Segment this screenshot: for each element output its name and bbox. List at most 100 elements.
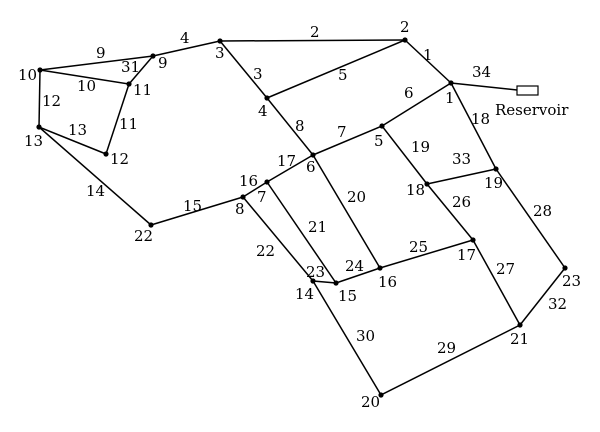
pipe-18 [450,82,497,170]
pipe-17 [266,154,314,183]
pipe-label-6: 6 [404,84,414,102]
node-label-8: 8 [235,200,245,218]
pipe-label-34: 34 [472,63,491,81]
pipe-29 [380,324,521,396]
node-15 [333,280,339,286]
pipe-23 [312,280,337,284]
node-4 [264,95,270,101]
pipe-27 [472,239,521,326]
node-label-20: 20 [361,393,380,411]
node-8 [240,194,246,200]
pipe-20 [312,154,381,269]
reservoir: Reservoir [495,85,569,119]
node-1 [448,80,454,86]
pipe-label-2: 2 [310,23,320,41]
pipe-16 [242,181,268,198]
pipe-label-3: 3 [253,65,263,83]
pipe-30 [312,280,382,396]
pipe-11 [105,83,130,155]
node-label-15: 15 [338,287,357,305]
pipe-1 [404,39,452,84]
pipe-label-22: 22 [256,242,275,260]
pipe-13 [38,126,107,155]
pipe-8 [266,97,314,156]
node-label-18: 18 [406,181,425,199]
node-5 [379,123,385,129]
pipe-label-4: 4 [180,29,190,47]
pipe-33 [426,168,497,185]
pipe-label-19: 19 [411,138,430,156]
pipe-label-12: 12 [42,92,61,110]
node-16 [377,265,383,271]
pipe-label-7: 7 [337,123,347,141]
node-21 [517,322,523,328]
pipe-31 [128,55,154,85]
pipe-label-21: 21 [308,218,327,236]
node-23 [562,265,568,271]
node-label-7: 7 [257,188,267,206]
pipe-label-13: 13 [68,121,87,139]
pipe-label-18: 18 [471,110,490,128]
pipe-7 [312,125,383,156]
node-13 [36,124,42,130]
pipe-4 [152,40,221,57]
node-label-21: 21 [510,330,529,348]
pipe-19 [381,125,428,185]
pipe-label-26: 26 [452,193,471,211]
pipe-label-24: 24 [345,257,364,275]
pipe-21 [266,181,337,284]
pipe-label-31: 31 [121,58,140,76]
pipe-34 [450,82,518,91]
pipe-label-30: 30 [356,327,375,345]
pipe-label-32: 32 [548,295,567,313]
pipe-label-17: 17 [277,152,296,170]
pipe-label-8: 8 [295,117,305,135]
node-22 [148,222,154,228]
pipe-25 [379,239,474,269]
node-label-4: 4 [258,102,268,120]
pipe-label-1: 1 [423,46,433,64]
node-6 [310,152,316,158]
node-label-9: 9 [158,54,168,72]
pipe-label-27: 27 [496,260,515,278]
pipe-10 [39,69,130,85]
node-label-17: 17 [457,246,476,264]
node-label-13: 13 [24,132,43,150]
pipe-label-25: 25 [409,238,428,256]
node-label-10: 10 [18,66,37,84]
node-label-3: 3 [215,44,225,62]
pipe-label-28: 28 [533,202,552,220]
node-label-6: 6 [306,158,316,176]
pipe-label-9: 9 [96,44,106,62]
node-label-22: 22 [134,227,153,245]
pipe-label-16: 16 [239,172,258,190]
node-10 [37,67,43,73]
node-label-23: 23 [562,272,581,290]
node-label-5: 5 [374,132,384,150]
node-9 [150,53,156,59]
node-17 [470,237,476,243]
node-12 [103,151,109,157]
node-18 [424,181,430,187]
pipe-9 [39,55,154,71]
node-19 [493,166,499,172]
node-label-1: 1 [445,89,455,107]
node-label-14: 14 [295,285,314,303]
pipe-26 [426,183,474,241]
reservoir-icon [516,85,539,96]
pipe-22 [242,196,314,282]
node-3 [217,38,223,44]
node-label-12: 12 [110,150,129,168]
node-14 [310,278,316,284]
pipe-label-33: 33 [452,150,471,168]
pipe-label-5: 5 [338,66,348,84]
pipe-32 [519,267,566,326]
pipe-6 [381,82,452,127]
pipe-label-14: 14 [86,182,105,200]
node-2 [402,37,408,43]
pipe-label-29: 29 [437,339,456,357]
pipe-label-10: 10 [77,77,96,95]
pipe-3 [219,40,268,99]
node-label-16: 16 [378,273,397,291]
